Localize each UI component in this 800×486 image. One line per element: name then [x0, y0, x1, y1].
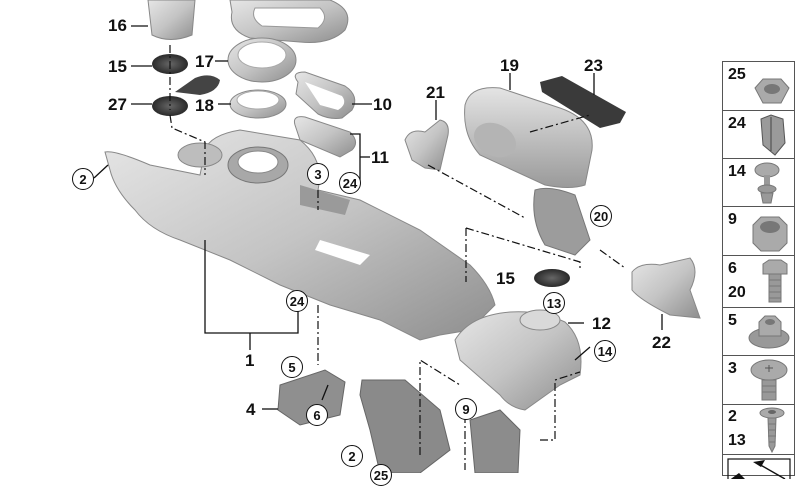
bracket-4 [277, 369, 346, 426]
callout-22: 22 [652, 333, 671, 352]
screw-icon [750, 359, 788, 401]
callout-21: 21 [426, 83, 445, 102]
armrest-19 [464, 87, 593, 188]
callout-4: 4 [246, 400, 256, 419]
callout-25-circled: 25 [370, 464, 392, 486]
callout-20-circled: 20 [590, 205, 612, 227]
callout-9-circled: 9 [455, 398, 477, 420]
console-exploded-view [93, 0, 701, 474]
callout-18: 18 [195, 96, 214, 115]
legend-item-hex-nut: 25 [722, 61, 795, 110]
bracket-lower [359, 379, 451, 474]
bracket-21 [404, 119, 449, 171]
legend-item-self-tapping-screw: 2 13 [722, 404, 795, 454]
cup-holder-22 [631, 257, 701, 319]
callout-10: 10 [373, 95, 392, 114]
callout-5-circled: 5 [281, 356, 303, 378]
legend-item-expanding-rivet: 14 [722, 158, 795, 206]
callout-2-circled: 2 [72, 168, 94, 190]
spring-clip-icon [760, 114, 786, 156]
legend-item-flanged-nut: 9 [722, 206, 795, 255]
legend-item-hex-bolt: 6 20 [722, 255, 795, 307]
callout-6-circled: 6 [306, 404, 328, 426]
fastener-legend: 25 24 14 9 6 20 5 3 2 13 [722, 61, 795, 479]
cup-holder-insert [147, 0, 196, 40]
legend-item-flange-nut: 5 [722, 307, 795, 355]
callout-11: 11 [371, 148, 389, 167]
armrest-pad-23 [540, 76, 626, 128]
callout-17: 17 [195, 52, 214, 71]
flange-nut-icon [748, 315, 790, 349]
callout-19: 19 [500, 56, 519, 75]
arrow-symbol-icon [727, 458, 791, 479]
callout-24-circled-lower: 24 [286, 290, 308, 312]
callout-13-circled: 13 [543, 292, 565, 314]
bolt-icon [762, 259, 788, 303]
callout-16: 16 [108, 16, 127, 35]
parts-diagram: 16 15 27 17 18 10 11 21 19 23 15 12 22 1… [72, 0, 795, 486]
callout-14-circled: 14 [594, 340, 616, 362]
callout-1: 1 [245, 351, 255, 370]
rivet-icon [754, 162, 780, 204]
callout-15-lower: 15 [496, 269, 515, 288]
tapping-screw-icon [759, 407, 785, 454]
legend-item-torx-screw: 3 [722, 355, 795, 404]
hex-nut-icon [754, 78, 790, 104]
callout-15: 15 [108, 57, 127, 76]
callout-2-circled-lower: 2 [341, 445, 363, 467]
oval-tray-11 [294, 116, 356, 158]
callout-12: 12 [592, 314, 611, 333]
callout-24-circled: 24 [339, 172, 361, 194]
callout-3-circled: 3 [307, 163, 329, 185]
legend-item-spring-clip: 24 [722, 110, 795, 158]
nut-icon [752, 216, 788, 252]
callout-23: 23 [584, 56, 603, 75]
rear-console-housing [454, 311, 582, 411]
bracket-9 [469, 409, 521, 474]
callout-27: 27 [108, 95, 127, 114]
